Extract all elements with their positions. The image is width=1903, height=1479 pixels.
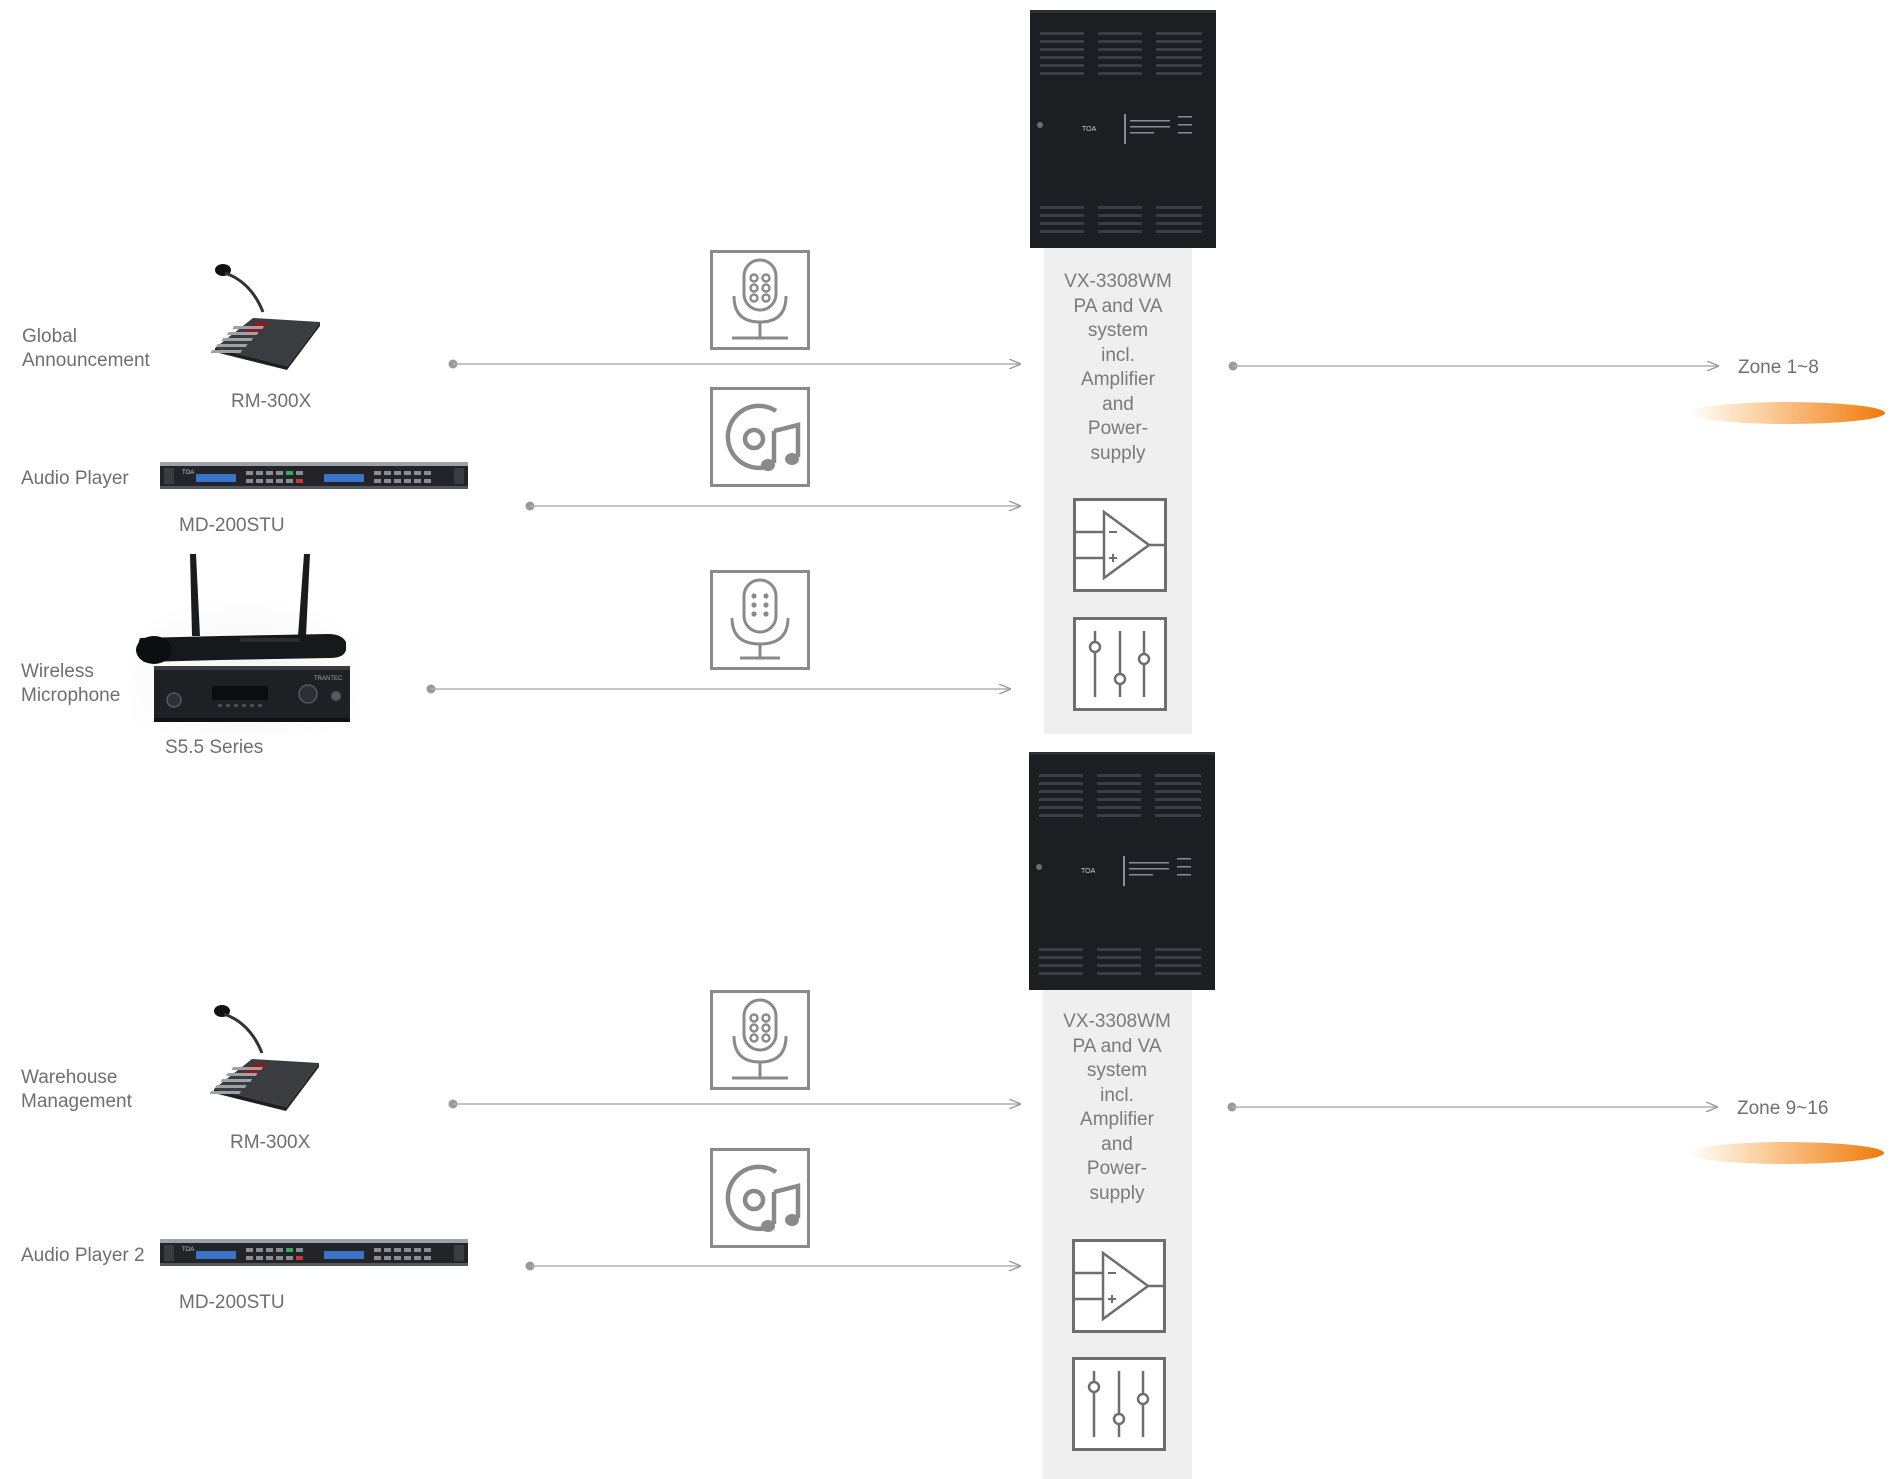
source-label-wireless-microphone: Wireless Microphone xyxy=(21,661,121,706)
source-label-audio-player-2: Audio Player 2 xyxy=(21,1245,145,1266)
paging-microphone-icon xyxy=(710,250,810,350)
amplifier-icon xyxy=(1073,498,1167,592)
source-label-audio-player: Audio Player xyxy=(21,468,129,489)
input-line-5 xyxy=(525,1262,1021,1271)
zone-label-2: Zone 9~16 xyxy=(1737,1098,1829,1119)
amplifier-icon xyxy=(1072,1239,1166,1333)
s55-wireless-microphone-image: TRANTEC xyxy=(130,554,360,734)
model-label-rm300x-2: RM-300X xyxy=(230,1132,311,1153)
system-description-2: VX-3308WM PA and VA system incl. Amplifi… xyxy=(1063,1011,1171,1204)
receiver-brand-logo: TRANTEC xyxy=(314,676,343,682)
input-line-3 xyxy=(426,685,1011,694)
system-description-1: VX-3308WM PA and VA system incl. Amplifi… xyxy=(1064,271,1172,464)
input-line-1 xyxy=(448,360,1021,369)
microphone-icon xyxy=(710,570,810,670)
output-line-1 xyxy=(1228,362,1719,371)
source-label-global-announcement: Global Announcement xyxy=(22,326,150,371)
source-label-warehouse-management: Warehouse Management xyxy=(21,1067,132,1112)
mixer-sliders-icon xyxy=(1072,1357,1166,1451)
zone-speaker-beam-1 xyxy=(1689,402,1885,424)
input-line-2 xyxy=(525,502,1021,511)
music-disc-icon xyxy=(710,387,810,487)
model-label-md200stu-2: MD-200STU xyxy=(179,1292,285,1313)
rm300x-paging-console-image xyxy=(210,264,320,370)
input-line-4 xyxy=(448,1100,1021,1109)
vx3308wm-cabinet-image: TOA xyxy=(1030,10,1216,248)
model-label-md200stu-1: MD-200STU xyxy=(179,515,285,536)
zone-speaker-beam-2 xyxy=(1688,1142,1884,1164)
cabinet-brand-logo: TOA xyxy=(1081,868,1096,875)
player-brand-logo: TOA xyxy=(182,470,194,476)
md200stu-audio-player-image: TOA xyxy=(160,1239,468,1266)
zone-label-1: Zone 1~8 xyxy=(1738,357,1819,378)
md200stu-audio-player-image: TOA xyxy=(160,462,468,489)
player-brand-logo: TOA xyxy=(182,1247,194,1253)
output-line-2 xyxy=(1227,1103,1718,1112)
mixer-sliders-icon xyxy=(1073,617,1167,711)
model-label-s55-series: S5.5 Series xyxy=(165,737,264,758)
rm300x-paging-console-image xyxy=(209,1005,319,1111)
music-disc-icon xyxy=(710,1148,810,1248)
model-label-rm300x-1: RM-300X xyxy=(231,391,312,412)
vx3308wm-cabinet-image: TOA xyxy=(1029,752,1215,990)
paging-microphone-icon xyxy=(710,990,810,1090)
cabinet-brand-logo: TOA xyxy=(1082,126,1097,133)
